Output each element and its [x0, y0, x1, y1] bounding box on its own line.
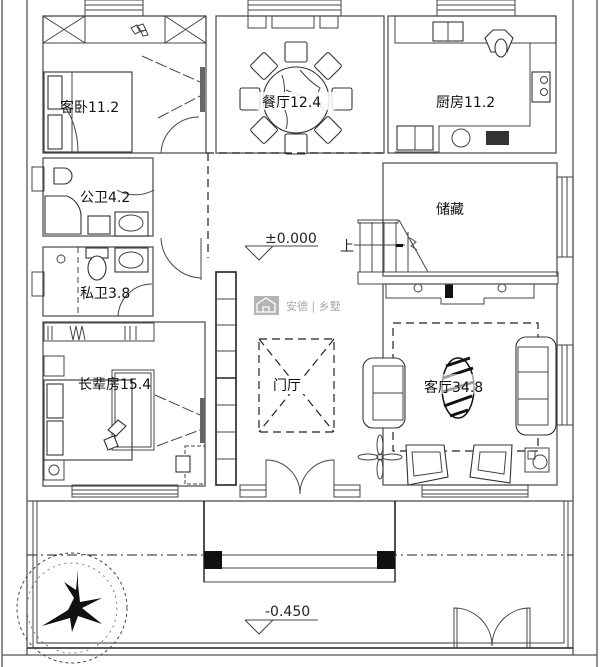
room-label-storage: 储藏: [436, 202, 464, 218]
house-logo-icon: [254, 296, 279, 315]
dining-room: 餐厅12.4: [215, 15, 385, 155]
watermark-text: 安德 | 乡墅: [286, 299, 341, 313]
public-bathroom: 公卫4.2: [31, 157, 155, 237]
room-label-elder-bedroom: 长辈房15.4: [78, 377, 151, 393]
exterior-elevation: -0.450: [265, 604, 310, 620]
bottom-windows: [71, 484, 529, 498]
elder-bedroom: 长辈房15.4: [42, 321, 206, 487]
stair-up-label: 上: [340, 239, 354, 255]
plant-icon: [357, 434, 403, 480]
private-bathroom: 私卫3.8: [31, 246, 154, 317]
room-label-public-bathroom: 公卫4.2: [80, 190, 130, 206]
living-room: 客厅34.8: [357, 283, 574, 486]
exterior-elevation-marker: -0.450: [244, 604, 318, 635]
storage: 储藏: [382, 162, 574, 277]
room-label-living-room: 客厅34.8: [424, 379, 483, 396]
guest-bedroom: 客卧11.2: [42, 15, 207, 154]
interior-elevation-marker: ±0.000: [244, 231, 318, 261]
tree-icon: [16, 552, 128, 664]
room-label-guest-bedroom: 客卧11.2: [60, 99, 119, 116]
staircase: 上: [340, 219, 559, 305]
foyer: 门厅: [258, 338, 335, 495]
kitchen: 厨房11.2: [387, 15, 557, 154]
room-label-private-bathroom: 私卫3.8: [80, 286, 130, 302]
courtyard: [27, 500, 573, 649]
room-label-dining-room: 餐厅12.4: [262, 95, 321, 111]
entry-wall-strip: [215, 271, 237, 486]
watermark: 安德 | 乡墅: [254, 296, 341, 315]
interior-elevation: ±0.000: [265, 231, 317, 247]
room-label-kitchen: 厨房11.2: [436, 95, 495, 111]
room-label-foyer: 门厅: [273, 378, 301, 394]
top-windows: [84, 0, 516, 17]
